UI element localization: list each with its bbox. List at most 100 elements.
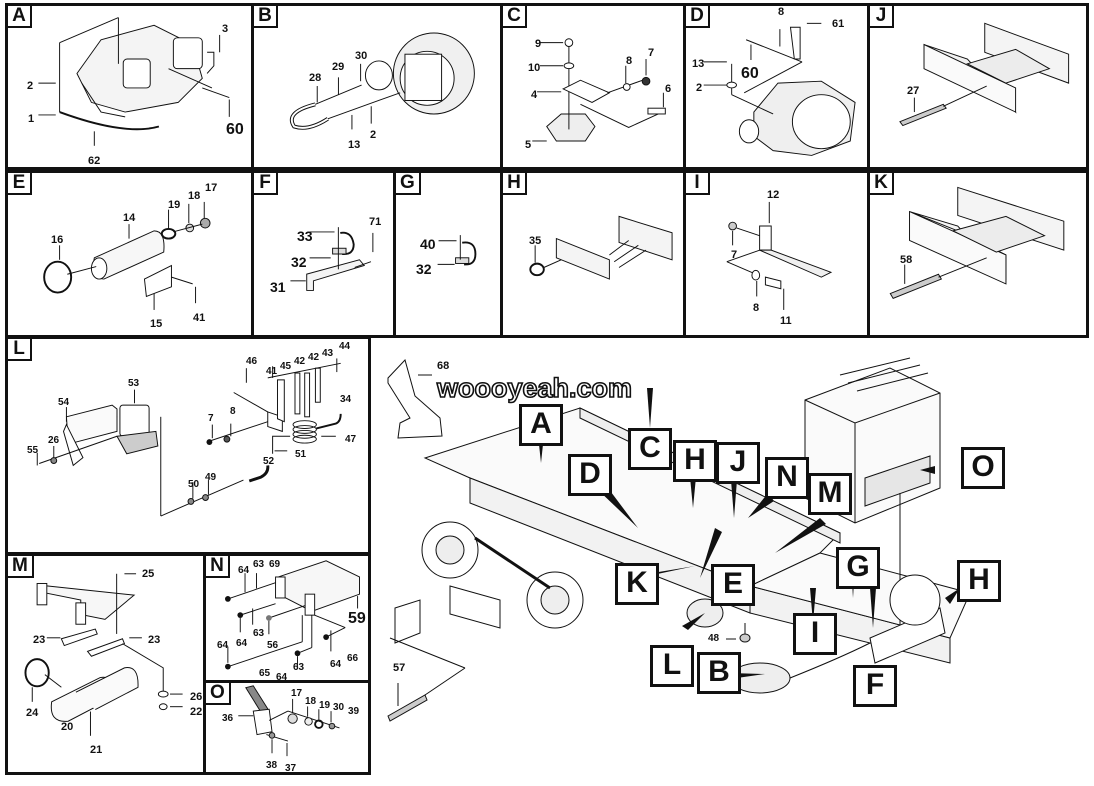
callout-i[interactable]: I	[793, 613, 837, 655]
clamp-bracket-drawing	[290, 227, 374, 291]
part-number: 53	[128, 378, 140, 389]
part-number: 63	[253, 559, 265, 570]
part-number: 14	[123, 212, 136, 224]
part-number: 46	[246, 356, 258, 367]
panel-label-l: L	[8, 339, 32, 361]
part-number: 1	[28, 113, 35, 125]
part-number: 10	[528, 62, 541, 74]
part-number: 7	[731, 249, 738, 261]
part-number: 18	[305, 696, 317, 707]
callout-m[interactable]: M	[808, 473, 852, 515]
panel-label-c: C	[503, 6, 527, 28]
panel-l: L 46 41 45 42 42 43 44 53 54 34 7 8 47 5…	[5, 336, 371, 555]
part-number: 9	[535, 38, 542, 50]
panel-label-k: K	[870, 173, 894, 195]
panel-m: M 25 23 23 26 22 24 20 21	[5, 553, 206, 775]
part-number: 33	[297, 228, 313, 244]
part-number: 7	[208, 413, 214, 424]
callout-f[interactable]: F	[853, 665, 897, 707]
part-number: 63	[253, 628, 265, 639]
part-number: 25	[142, 568, 155, 580]
part-number: 3	[222, 23, 229, 35]
air-tank-drawing	[43, 201, 211, 310]
part-number: 58	[900, 254, 913, 266]
angle-bracket-drawing	[726, 201, 833, 310]
panel-c: C 9 10 8 7 4 6 5	[500, 3, 686, 170]
part-number: 45	[280, 361, 292, 372]
part-number: 38	[266, 760, 278, 771]
panel-j: J 27	[867, 3, 1089, 170]
part-number: 51	[295, 449, 307, 460]
panel-a: A 3 2 1 62 60	[5, 3, 254, 170]
part-number: 43	[322, 348, 334, 359]
part-number: 52	[263, 456, 275, 467]
part-number: 57	[393, 662, 406, 674]
panel-f: F 33 71 32 31	[251, 170, 396, 338]
part-number: 48	[708, 633, 720, 644]
part-number: 30	[355, 50, 368, 62]
air-tanks-drawing	[24, 573, 183, 736]
part-number: 6	[665, 83, 672, 95]
battery-box-drawing	[225, 560, 360, 670]
part-number: 60	[226, 121, 244, 138]
part-number: 35	[529, 235, 542, 247]
panel-label-g: G	[396, 173, 421, 195]
part-number: 34	[340, 394, 352, 405]
part-number: 17	[205, 182, 218, 194]
panel-label-j: J	[870, 6, 894, 28]
part-number: 8	[626, 55, 633, 67]
panel-n: N 64 63 69 59 64 63 56 64 64 66 65 64 63	[203, 553, 371, 683]
panel-label-n: N	[206, 556, 230, 578]
part-number: 16	[51, 234, 64, 246]
part-number: 41	[266, 366, 278, 377]
part-number: 56	[267, 640, 279, 651]
callout-h[interactable]: H	[673, 440, 717, 482]
part-number: 32	[416, 261, 432, 277]
callout-b[interactable]: B	[697, 652, 741, 694]
part-number: 13	[348, 139, 361, 151]
differential-drawing	[703, 22, 856, 156]
part-number: 64	[217, 640, 229, 651]
part-number: 61	[832, 18, 845, 30]
rear-frame-bracket-drawing	[529, 215, 673, 280]
part-number: 60	[741, 65, 759, 82]
panel-b: B 30 29 28 13 2	[251, 3, 503, 170]
callout-e[interactable]: E	[711, 564, 755, 606]
part-number: 66	[347, 653, 359, 664]
part-number: 12	[767, 189, 780, 201]
part-number: 22	[190, 706, 203, 718]
part-number: 28	[309, 72, 322, 84]
part-number: 44	[339, 341, 351, 352]
part-number: 19	[168, 199, 181, 211]
part-number: 64	[238, 565, 250, 576]
part-number: 64	[276, 672, 288, 683]
part-number: 26	[48, 435, 60, 446]
part-number: 27	[907, 85, 920, 97]
callout-c[interactable]: C	[628, 428, 672, 470]
panel-label-o: O	[206, 683, 231, 705]
watermark-text: woooyeah.com	[436, 373, 633, 403]
brake-valve-drawing	[238, 685, 340, 757]
callout-n[interactable]: N	[765, 457, 809, 499]
valve-bracket-drawing	[532, 38, 666, 142]
part-number: 42	[308, 352, 320, 363]
part-number: 40	[420, 236, 436, 252]
panel-d: D 8 61 13 60 2	[683, 3, 870, 170]
part-number: 59	[348, 610, 366, 627]
callout-a[interactable]: A	[519, 404, 563, 446]
callout-k[interactable]: K	[615, 563, 659, 605]
callout-j[interactable]: J	[716, 442, 760, 484]
air-dryer-assembly-drawing	[36, 358, 342, 517]
part-number: 7	[648, 47, 655, 59]
callout-g[interactable]: G	[836, 547, 880, 589]
part-number: 21	[90, 744, 103, 756]
panel-o: O 36 17 18 19 30 39 38 37	[203, 680, 371, 775]
callout-d[interactable]: D	[568, 454, 612, 496]
callout-o[interactable]: O	[961, 447, 1005, 489]
callout-l[interactable]: L	[650, 645, 694, 687]
part-number: 39	[348, 706, 360, 717]
part-number: 31	[270, 279, 286, 295]
callout-h-rear[interactable]: H	[957, 560, 1001, 602]
part-number: 37	[285, 763, 297, 774]
part-number: 29	[332, 61, 345, 73]
